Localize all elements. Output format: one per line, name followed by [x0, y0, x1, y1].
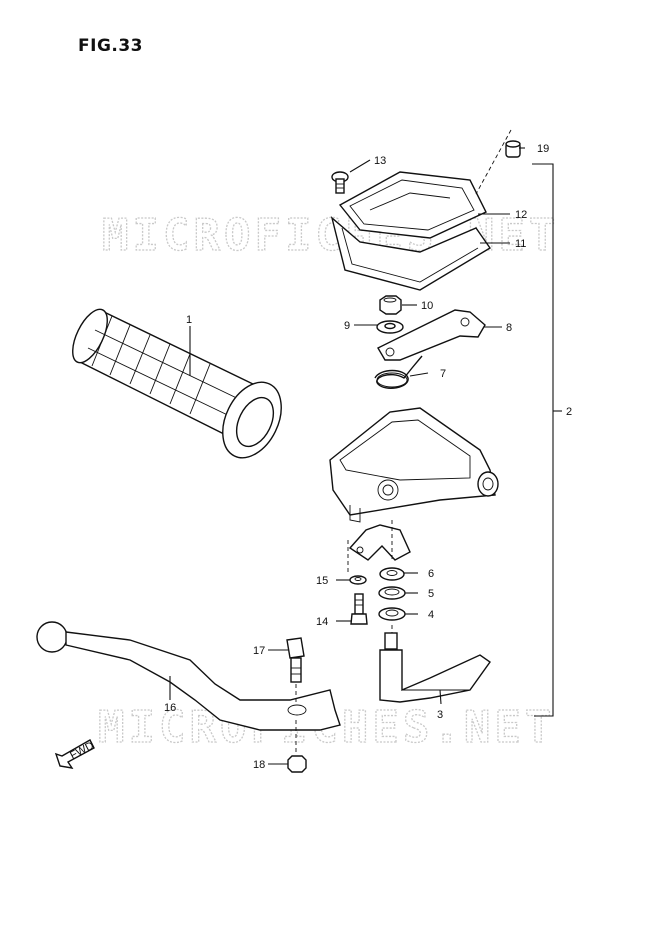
callout-10: 10	[421, 300, 433, 312]
callout-6: 6	[428, 568, 434, 580]
cover-part-12	[338, 171, 487, 239]
figure-title: FIG.33	[78, 36, 144, 56]
callout-11: 11	[515, 238, 526, 250]
washer-part-6	[379, 567, 405, 581]
callout-5: 5	[428, 588, 434, 600]
fwd-label: FWD	[68, 740, 96, 762]
handlebar-clamp	[348, 524, 411, 561]
callout-4: 4	[428, 609, 434, 621]
callout-8: 8	[506, 322, 512, 334]
washer-part-15	[349, 575, 367, 585]
bolt-part-14	[350, 593, 368, 625]
oring-part-5	[378, 586, 406, 600]
nut-part-10	[379, 295, 402, 315]
screw-part-13	[331, 171, 349, 194]
callout-13: 13	[374, 155, 386, 167]
brake-lever-part-16	[36, 621, 341, 731]
callout-16: 16	[164, 702, 176, 714]
washer-part-9	[376, 320, 404, 334]
callout-19: 19	[537, 143, 549, 155]
callout-15: 15	[316, 575, 328, 587]
fwd-arrow-icon: FWD	[54, 739, 96, 769]
leader-lines	[169, 129, 562, 765]
gasket-part-11	[330, 216, 492, 291]
callout-17: 17	[253, 645, 265, 657]
bolt-part-17	[286, 637, 305, 683]
spring-part-7	[374, 355, 423, 389]
callout-9: 9	[344, 320, 350, 332]
grip-part-1	[72, 308, 282, 459]
cap-part-19	[505, 140, 521, 158]
callout-14: 14	[316, 616, 328, 628]
nut-part-18	[287, 755, 307, 773]
callout-3: 3	[437, 709, 443, 721]
callout-12: 12	[515, 209, 527, 221]
washer-part-4	[378, 607, 406, 621]
callout-1: 1	[186, 314, 192, 326]
callout-2: 2	[566, 406, 572, 418]
switch-arm-part-3	[379, 632, 491, 703]
callout-labels: 1 2 3 4 5 6 7 8 9 10 11 12 13 14 15 16 1…	[164, 143, 572, 771]
switch-housing	[329, 407, 499, 523]
lever-plate-part-8	[377, 309, 486, 361]
watermark-top: MICROFICHES.NET	[102, 210, 559, 261]
callout-18: 18	[253, 759, 265, 771]
callout-7: 7	[440, 368, 446, 380]
